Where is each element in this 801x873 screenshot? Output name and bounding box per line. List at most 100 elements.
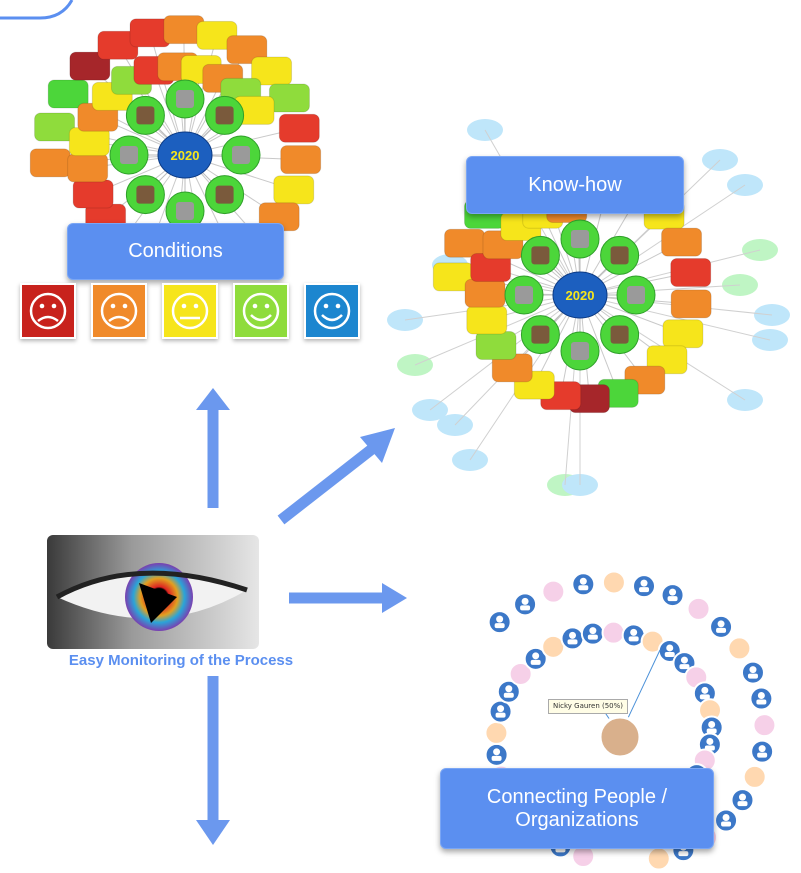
- know-node-icon: [515, 286, 533, 304]
- condition-good-icon: [233, 283, 289, 339]
- person-head-icon: [706, 737, 714, 745]
- person-head-icon: [680, 656, 688, 664]
- know-year-badge: 2020: [566, 288, 595, 303]
- person-avatar: [646, 846, 671, 871]
- person-body-icon: [664, 651, 675, 657]
- person-body-icon: [721, 821, 732, 827]
- person-body-icon: [679, 664, 690, 670]
- person-head-icon: [630, 628, 638, 636]
- arrow-right: [289, 583, 407, 613]
- person-body-icon: [667, 596, 678, 602]
- cond-square: [278, 113, 320, 143]
- arrow-diagonal-right: [277, 428, 395, 525]
- know-square: [661, 227, 703, 257]
- cond-square: [34, 112, 76, 142]
- person-head-icon: [579, 577, 587, 585]
- connecting-people-label: Connecting People / Organizations: [440, 768, 714, 849]
- person-body-icon: [495, 712, 506, 718]
- person-body-icon: [578, 585, 589, 591]
- cond-node-icon: [215, 185, 234, 204]
- condition-very-good-icon: [304, 283, 360, 339]
- person-body-icon: [503, 692, 514, 698]
- person-body-icon: [756, 699, 767, 705]
- person-head-icon: [640, 579, 648, 587]
- person-body-icon: [491, 755, 502, 761]
- person-head-icon: [505, 685, 513, 693]
- person-body-icon: [757, 752, 768, 758]
- person-body-icon: [678, 851, 689, 857]
- person-head-icon: [666, 644, 674, 652]
- person-body-icon: [639, 587, 650, 593]
- cond-square: [226, 35, 268, 65]
- know-node-icon: [531, 325, 550, 344]
- cond-node-icon: [176, 90, 194, 108]
- person-avatar: [686, 596, 711, 621]
- knowhow-label: Know-how: [466, 156, 684, 214]
- person-head-icon: [521, 597, 529, 605]
- person-avatar: [541, 579, 566, 604]
- cond-square: [47, 79, 89, 109]
- person-head-icon: [496, 615, 504, 623]
- know-node-icon: [571, 230, 589, 248]
- cond-node-icon: [120, 146, 138, 164]
- person-head-icon: [701, 686, 709, 694]
- know-node-icon: [531, 246, 550, 265]
- condition-very-bad-icon: [20, 283, 76, 339]
- person-head-icon: [722, 814, 730, 822]
- conditions-label: Conditions: [67, 223, 284, 280]
- person-head-icon: [569, 631, 577, 639]
- person-head-icon: [758, 745, 766, 753]
- person-head-icon: [589, 627, 597, 635]
- person-head-icon: [497, 705, 505, 713]
- person-body-icon: [567, 639, 578, 645]
- cond-hub: 2020: [109, 79, 261, 231]
- person-avatar: [601, 620, 626, 645]
- condition-bad-icon: [91, 283, 147, 339]
- cond-square: [69, 51, 111, 81]
- cond-node-icon: [136, 106, 155, 125]
- know-node-icon: [610, 325, 629, 344]
- person-avatar: [508, 661, 533, 686]
- person-body-icon: [737, 801, 748, 807]
- person-body-icon: [699, 694, 710, 700]
- cond-node-icon: [176, 202, 194, 220]
- know-square: [670, 289, 712, 319]
- person-body-icon: [716, 627, 727, 633]
- person-body-icon: [494, 623, 505, 629]
- cond-node-icon: [136, 185, 155, 204]
- eye-image: [47, 535, 259, 649]
- person-head-icon: [708, 721, 716, 729]
- person-body-icon: [520, 605, 531, 611]
- arrow-down: [196, 676, 230, 845]
- person-head-icon: [532, 652, 540, 660]
- person-avatar: [484, 720, 509, 745]
- person-avatar: [742, 764, 767, 789]
- person-body-icon: [628, 636, 639, 642]
- person-body-icon: [587, 634, 598, 640]
- know-node-icon: [610, 246, 629, 265]
- know-node-icon: [571, 342, 589, 360]
- person-head-icon: [749, 666, 757, 674]
- person-body-icon: [530, 659, 541, 665]
- person-body-icon: [706, 728, 717, 734]
- eye-caption: Easy Monitoring of the Process: [68, 652, 294, 669]
- person-head-icon: [669, 588, 677, 596]
- cond-year-badge: 2020: [171, 148, 200, 163]
- person-head-icon: [757, 692, 765, 700]
- know-square: [670, 258, 712, 288]
- cond-node-icon: [215, 106, 234, 125]
- person-tooltip: Nicky Gauren (50%): [548, 699, 628, 714]
- condition-neutral-icon: [162, 283, 218, 339]
- person-head-icon: [717, 620, 725, 628]
- cond-square: [251, 56, 293, 86]
- arrow-up: [196, 388, 230, 508]
- person-avatar: [727, 636, 752, 661]
- person-avatar: [601, 570, 626, 595]
- know-node-icon: [627, 286, 645, 304]
- person-head-icon: [738, 793, 746, 801]
- know-hub: 2020: [504, 219, 656, 371]
- cond-square: [280, 145, 322, 175]
- person-center-avatar: [598, 715, 642, 759]
